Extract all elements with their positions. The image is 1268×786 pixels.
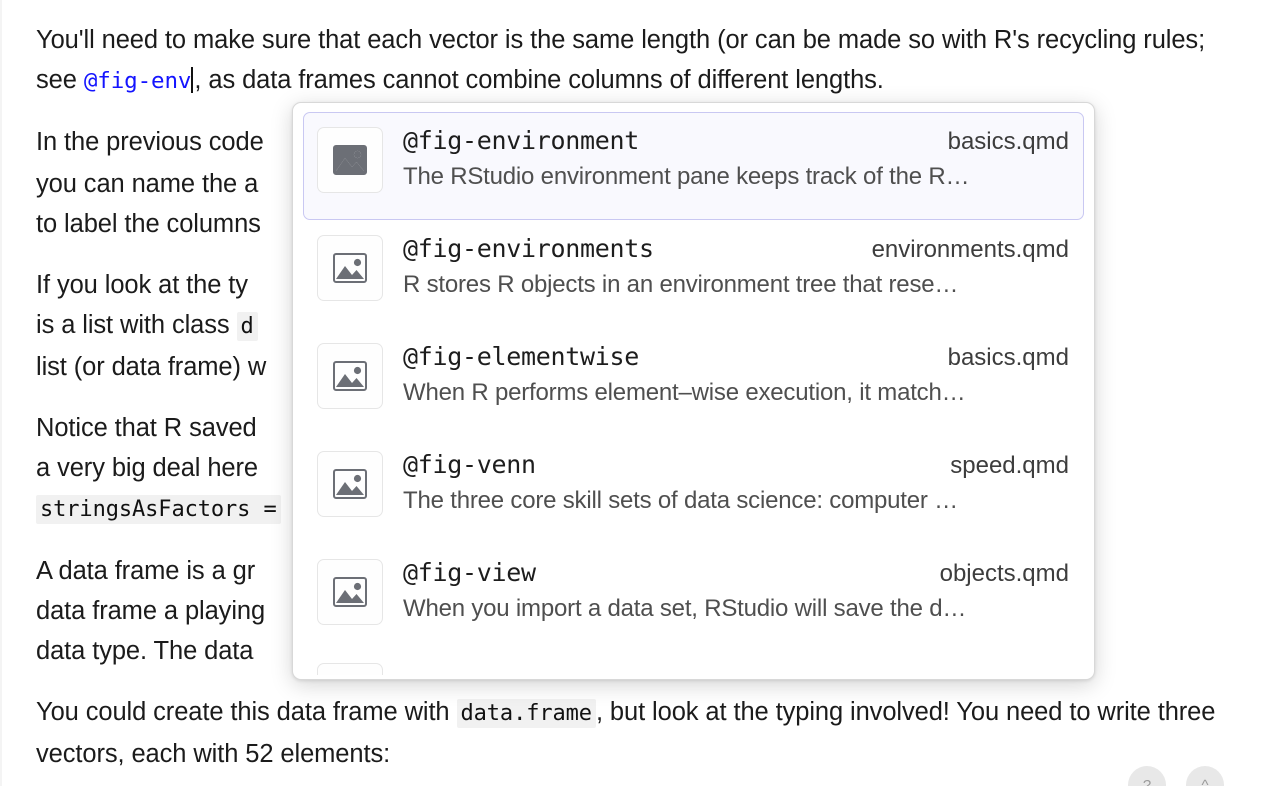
help-button[interactable]: ? [1128, 766, 1166, 786]
paragraph-6-text-before: You could create this data frame with [36, 698, 457, 726]
paragraph-2-line2-left: you can name the a [36, 170, 259, 198]
paragraph-1-text-before: You'll need to make sure that each vecto… [36, 26, 1206, 94]
paragraph-6: You could create this data frame with da… [36, 692, 1232, 774]
autocomplete-item-header: @fig-elementwise basics.qmd [403, 342, 1069, 372]
paragraph-5-line1-left: A data frame is a gr [36, 557, 256, 585]
paragraph-3-line2-left: is a list with class [36, 311, 237, 339]
paragraph-4-line2-left: a very big deal here [36, 454, 258, 482]
inline-code-d: d [236, 312, 258, 341]
autocomplete-item-file: basics.qmd [947, 344, 1069, 371]
paragraph-4: Notice that R saveds! It is nota very bi… [36, 408, 1232, 530]
paragraph-1: You'll need to make sure that each vecto… [36, 20, 1232, 101]
autocomplete-item-header: @fig-venn speed.qmd [403, 450, 1069, 480]
autocomplete-item-body [403, 663, 1069, 664]
paragraph-4-line1-left: Notice that R saved [36, 414, 257, 442]
image-placeholder-icon [317, 451, 383, 517]
autocomplete-item-file: speed.qmd [950, 452, 1069, 479]
autocomplete-item-body: @fig-environments environments.qmd R sto… [403, 233, 1069, 299]
scroll-top-button[interactable]: ^ [1186, 766, 1224, 786]
autocomplete-item-body: @fig-view objects.qmd When you import a … [403, 557, 1069, 623]
autocomplete-item-description: R stores R objects in an environment tre… [403, 271, 959, 298]
autocomplete-item-description: When you import a data set, RStudio will… [403, 595, 967, 622]
paragraph-6-text-after: , but look at the typing involved! You n… [36, 698, 1216, 768]
autocomplete-item-file: objects.qmd [939, 560, 1069, 587]
paragraph-2-line1-left: In the previous code [36, 128, 264, 156]
paragraph-2-line3-left: to label the columns [36, 210, 261, 238]
autocomplete-item-body: @fig-elementwise basics.qmd When R perfo… [403, 341, 1069, 407]
autocomplete-item-title: @fig-view [403, 558, 536, 587]
image-placeholder-icon [317, 559, 383, 625]
autocomplete-item-body: @fig-environment basics.qmd The RStudio … [403, 125, 1069, 191]
paragraph-5-line2-left: data frame a playing [36, 597, 266, 625]
autocomplete-item-file: environments.qmd [871, 236, 1069, 263]
autocomplete-item-file: basics.qmd [947, 128, 1069, 155]
autocomplete-item-fig-environment[interactable]: @fig-environment basics.qmd The RStudio … [303, 112, 1084, 220]
paragraph-1-text-after: , as data frames cannot combine columns … [194, 66, 884, 94]
image-placeholder-icon [317, 343, 383, 409]
image-placeholder-icon [317, 663, 383, 675]
floating-button-group: ? ^ [1128, 766, 1224, 786]
autocomplete-item-header: @fig-view objects.qmd [403, 558, 1069, 588]
autocomplete-item-description: When R performs element–wise execution, … [403, 379, 966, 406]
autocomplete-item-title: @fig-environment [403, 126, 640, 155]
autocomplete-item-fig-venn[interactable]: @fig-venn speed.qmd The three core skill… [303, 436, 1084, 544]
paragraph-5-line3-left: data type. The data [36, 637, 254, 665]
inline-code-data-frame: data.frame [456, 699, 596, 728]
image-placeholder-icon [317, 235, 383, 301]
autocomplete-item-title: @fig-environments [403, 234, 654, 263]
autocomplete-item-description: The three core skill sets of data scienc… [403, 487, 958, 514]
paragraph-3-line3-left: list (or data frame) w [36, 353, 267, 381]
image-placeholder-icon [317, 127, 383, 193]
autocomplete-item-title: @fig-elementwise [403, 342, 640, 371]
paragraph-3-line1-left: If you look at the ty [36, 271, 248, 299]
autocomplete-item-fig-environments[interactable]: @fig-environments environments.qmd R sto… [303, 220, 1084, 328]
autocomplete-item-body: @fig-venn speed.qmd The three core skill… [403, 449, 1069, 515]
autocomplete-item-fig-elementwise[interactable]: @fig-elementwise basics.qmd When R perfo… [303, 328, 1084, 436]
autocomplete-item-header: @fig-environments environments.qmd [403, 234, 1069, 264]
inline-code-stringsasfactors: stringsAsFactors = [36, 495, 281, 524]
autocomplete-item-fig-view[interactable]: @fig-view objects.qmd When you import a … [303, 544, 1084, 652]
autocomplete-item-header: @fig-environment basics.qmd [403, 126, 1069, 156]
autocomplete-item-description: The RStudio environment pane keeps track… [403, 163, 970, 190]
text-caret [191, 67, 194, 93]
crossref-autocomplete-popup[interactable]: @fig-environment basics.qmd The RStudio … [292, 102, 1095, 680]
autocomplete-item-title: @fig-venn [403, 450, 536, 479]
autocomplete-list: @fig-environment basics.qmd The RStudio … [303, 112, 1084, 676]
autocomplete-item-partial[interactable] [303, 652, 1084, 676]
crossref-token-fig-env[interactable]: @fig-env [83, 68, 192, 94]
